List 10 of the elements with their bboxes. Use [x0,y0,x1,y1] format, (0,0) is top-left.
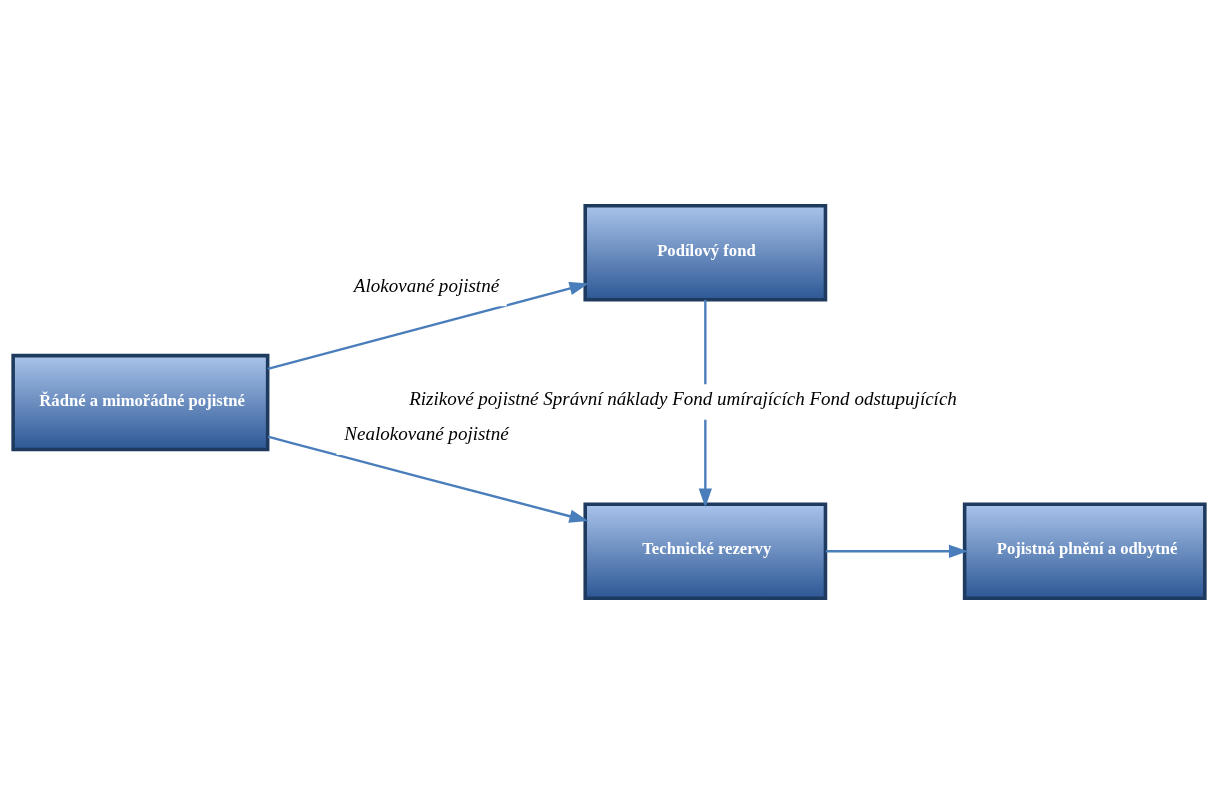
arrow [267,434,589,523]
arrow [267,281,589,370]
edge-label: Nealokované pojistné [344,422,509,444]
arrow [825,544,968,558]
node-box: Řádné a mimořádné pojistné [11,353,270,451]
edge-label: Rizikové pojistné Správní náklady Fond umírajících Fond odstupujících [409,387,957,409]
node-box: Podílový fond [583,203,828,301]
node-box: Pojistná plnění a odbytné [962,502,1207,600]
node-box: Technické rezervy [583,502,828,600]
edge-label: Alokované pojistné [353,274,500,296]
